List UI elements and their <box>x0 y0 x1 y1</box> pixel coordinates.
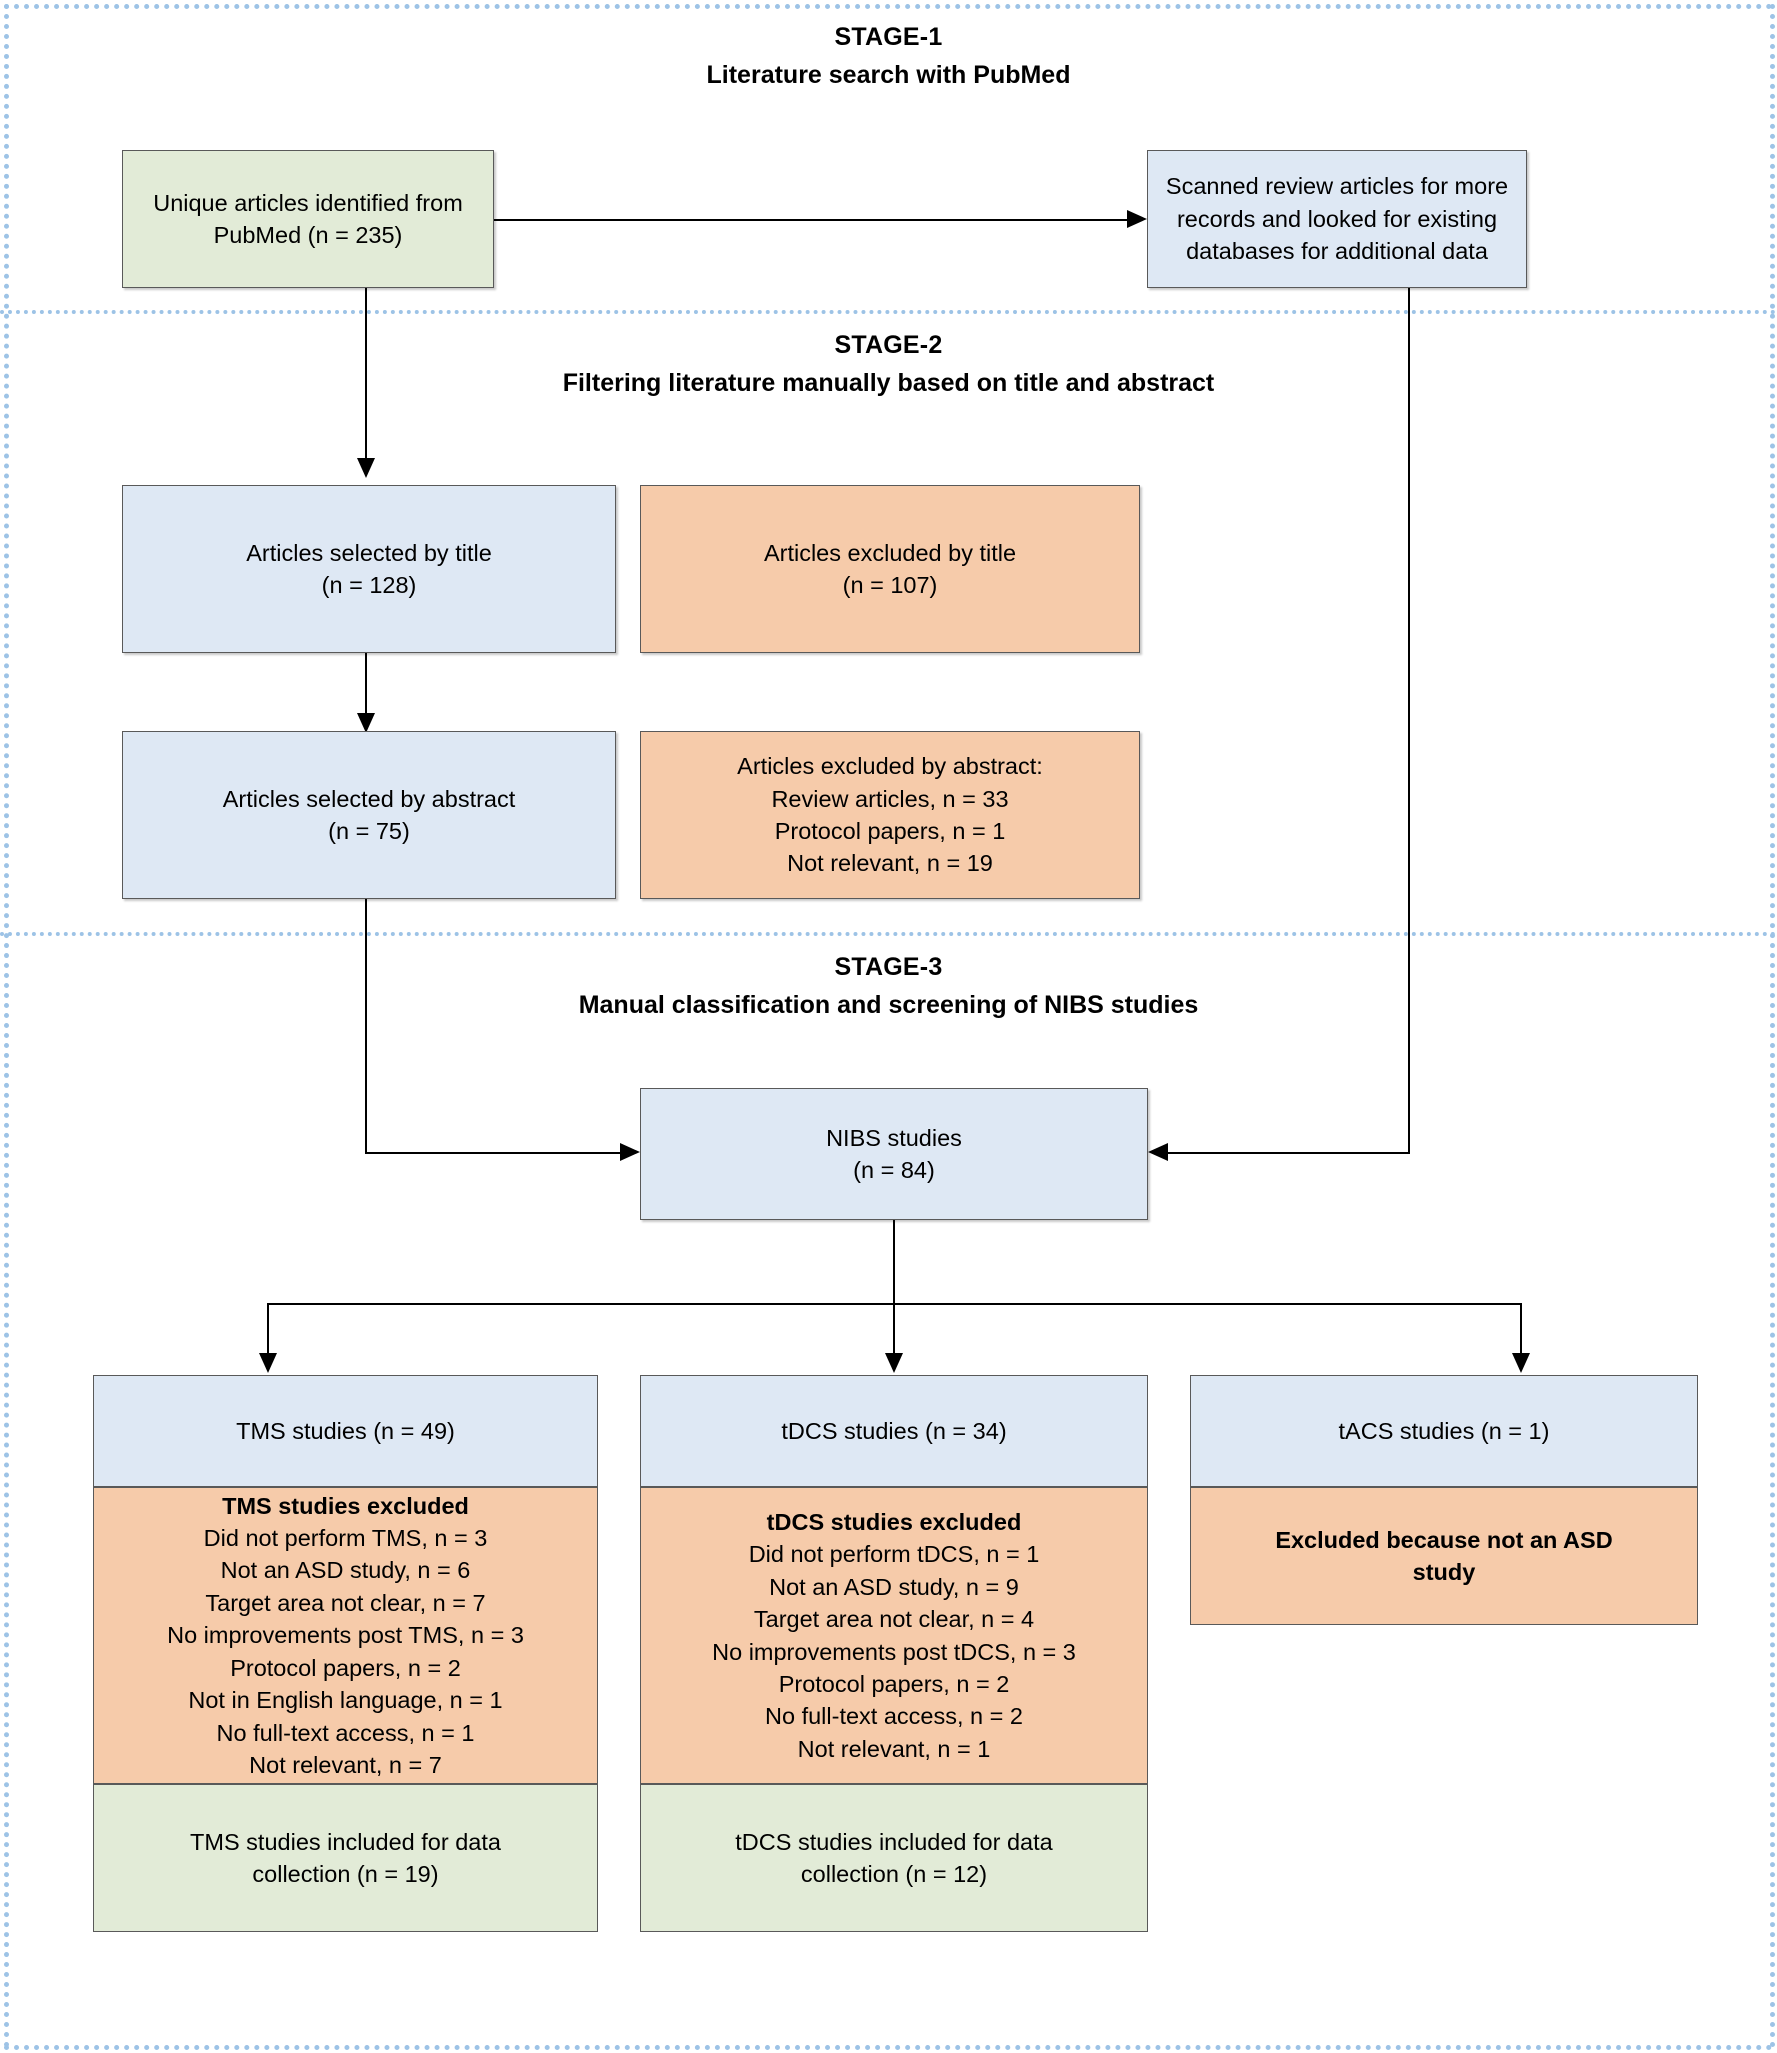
tdcs-included-line-2: collection (n = 12) <box>800 1861 988 1887</box>
selected-abstract-line-1: Articles selected by abstract <box>222 785 516 812</box>
selected-abstract-line-2: (n = 75) <box>328 818 410 844</box>
stage-1-title: STAGE-1 <box>834 23 943 51</box>
box-selected-by-title[interactable]: Articles selected by title (n = 128) <box>122 485 616 653</box>
tms-excluded-item-3: Target area not clear, n = 7 <box>205 1589 486 1616</box>
stage-2-3-divider <box>0 932 1777 936</box>
connector-fanout-center <box>893 1303 895 1355</box>
connector-fanout-right <box>1520 1303 1522 1355</box>
tacs-header-label: tACS studies (n = 1) <box>1338 1417 1550 1444</box>
tms-excluded-item-1: Did not perform TMS, n = 3 <box>203 1525 488 1552</box>
tdcs-included-line-1: tDCS studies included for data <box>735 1828 1053 1855</box>
tdcs-excluded-heading: tDCS studies excluded <box>766 1508 1022 1535</box>
box-tms-header[interactable]: TMS studies (n = 49) <box>93 1375 598 1487</box>
connector-scanned-down <box>1408 288 1410 1153</box>
stage-1-subtitle: Literature search with PubMed <box>706 61 1071 90</box>
tms-excluded-item-2: Not an ASD study, n = 6 <box>220 1557 471 1584</box>
tms-excluded-item-5: Protocol papers, n = 2 <box>230 1654 461 1681</box>
stage-1-heading: STAGE-1 Literature search with PubMed <box>0 22 1777 93</box>
arrow-to-tdcs-column <box>885 1353 903 1373</box>
box-nibs-studies[interactable]: NIBS studies (n = 84) <box>640 1088 1148 1220</box>
stage-2-subtitle: Filtering literature manually based on t… <box>562 369 1215 398</box>
tms-excluded-item-8: Not relevant, n = 7 <box>249 1751 442 1778</box>
selected-title-line-2: (n = 128) <box>321 572 417 598</box>
box-tdcs-excluded[interactable]: tDCS studies excluded Did not perform tD… <box>640 1487 1148 1784</box>
arrow-to-tms-column <box>259 1353 277 1373</box>
box-tms-included[interactable]: TMS studies included for data collection… <box>93 1784 598 1932</box>
selected-title-line-1: Articles selected by title <box>246 539 492 566</box>
box-excluded-by-title[interactable]: Articles excluded by title (n = 107) <box>640 485 1140 653</box>
nibs-studies-line-1: NIBS studies <box>826 1124 962 1151</box>
frame-top-edge <box>4 4 1773 9</box>
nibs-studies-line-2: (n = 84) <box>853 1157 935 1183</box>
tdcs-excluded-item-3: Target area not clear, n = 4 <box>753 1606 1035 1633</box>
scanned-reviews-line-1: Scanned review articles for more <box>1165 173 1509 200</box>
stage-3-heading: STAGE-3 Manual classification and screen… <box>0 952 1777 1023</box>
tacs-excluded-line-1: Excluded because not an ASD <box>1275 1526 1613 1553</box>
box-tacs-excluded[interactable]: Excluded because not an ASD study <box>1190 1487 1698 1625</box>
box-tacs-header[interactable]: tACS studies (n = 1) <box>1190 1375 1698 1487</box>
scanned-reviews-line-3: databases for additional data <box>1186 238 1488 265</box>
frame-left-edge <box>4 4 9 2049</box>
tdcs-excluded-item-6: No full-text access, n = 2 <box>765 1703 1023 1730</box>
arrow-scanned-to-nibs-arrowhead <box>1148 1143 1168 1161</box>
connector-title-to-abstract <box>365 653 367 723</box>
excluded-abstract-line-4: Not relevant, n = 19 <box>787 850 993 877</box>
arrow-unique-to-scanned-arrowhead <box>1127 210 1147 228</box>
connector-abstract-down <box>365 899 367 1153</box>
excluded-abstract-line-3: Protocol papers, n = 1 <box>774 818 1006 844</box>
box-selected-by-abstract[interactable]: Articles selected by abstract (n = 75) <box>122 731 616 899</box>
stage-3-title: STAGE-3 <box>834 953 943 981</box>
stage-2-title: STAGE-2 <box>834 331 943 359</box>
box-unique-articles[interactable]: Unique articles identified from PubMed (… <box>122 150 494 288</box>
tdcs-excluded-item-4: No improvements post tDCS, n = 3 <box>712 1638 1076 1665</box>
tms-included-line-2: collection (n = 19) <box>252 1861 439 1887</box>
tdcs-excluded-item-2: Not an ASD study, n = 9 <box>769 1573 1019 1600</box>
box-tms-excluded[interactable]: TMS studies excluded Did not perform TMS… <box>93 1487 598 1784</box>
connector-unique-to-scanned <box>494 219 1127 221</box>
arrow-abstract-to-nibs-arrowhead <box>620 1143 640 1161</box>
unique-articles-line-2: PubMed (n = 235) <box>213 222 403 248</box>
box-excluded-by-abstract[interactable]: Articles excluded by abstract: Review ar… <box>640 731 1140 899</box>
tms-excluded-heading: TMS studies excluded <box>222 1492 469 1519</box>
box-tdcs-header[interactable]: tDCS studies (n = 34) <box>640 1375 1148 1487</box>
tacs-excluded-line-2: study <box>1412 1559 1476 1585</box>
connector-nibs-down-stem <box>893 1220 895 1304</box>
excluded-title-line-2: (n = 107) <box>842 572 938 598</box>
connector-fanout-left <box>267 1303 269 1355</box>
tms-included-line-1: TMS studies included for data <box>190 1828 501 1855</box>
tdcs-excluded-item-7: Not relevant, n = 1 <box>797 1735 991 1762</box>
tms-excluded-item-6: Not in English language, n = 1 <box>188 1687 503 1714</box>
tms-excluded-item-7: No full-text access, n = 1 <box>216 1719 475 1746</box>
stage-1-2-divider <box>0 310 1777 314</box>
tms-excluded-item-4: No improvements post TMS, n = 3 <box>167 1622 524 1649</box>
connector-abstract-right-to-nibs <box>365 1152 622 1154</box>
tms-header-label: TMS studies (n = 49) <box>236 1417 455 1444</box>
excluded-abstract-line-2: Review articles, n = 33 <box>771 785 1009 812</box>
frame-right-edge <box>1770 4 1775 2049</box>
tdcs-excluded-item-1: Did not perform tDCS, n = 1 <box>748 1541 1040 1568</box>
tdcs-excluded-item-5: Protocol papers, n = 2 <box>778 1670 1010 1697</box>
frame-bottom-edge <box>4 2045 1773 2050</box>
arrow-unique-to-title-arrowhead <box>357 458 375 478</box>
excluded-abstract-line-1: Articles excluded by abstract: <box>737 753 1043 780</box>
scanned-reviews-line-2: records and looked for existing <box>1176 205 1498 232</box>
arrow-to-tacs-column <box>1512 1353 1530 1373</box>
box-tdcs-included[interactable]: tDCS studies included for data collectio… <box>640 1784 1148 1932</box>
arrow-title-to-abstract-arrowhead <box>357 713 375 733</box>
unique-articles-line-1: Unique articles identified from <box>153 189 463 216</box>
stage-3-subtitle: Manual classification and screening of N… <box>578 991 1199 1020</box>
connector-unique-to-title <box>365 288 367 458</box>
box-scanned-reviews[interactable]: Scanned review articles for more records… <box>1147 150 1527 288</box>
excluded-title-line-1: Articles excluded by title <box>763 539 1017 566</box>
stage-2-heading: STAGE-2 Filtering literature manually ba… <box>0 330 1777 401</box>
tdcs-header-label: tDCS studies (n = 34) <box>781 1417 1007 1444</box>
connector-scanned-left-to-nibs <box>1168 1152 1410 1154</box>
